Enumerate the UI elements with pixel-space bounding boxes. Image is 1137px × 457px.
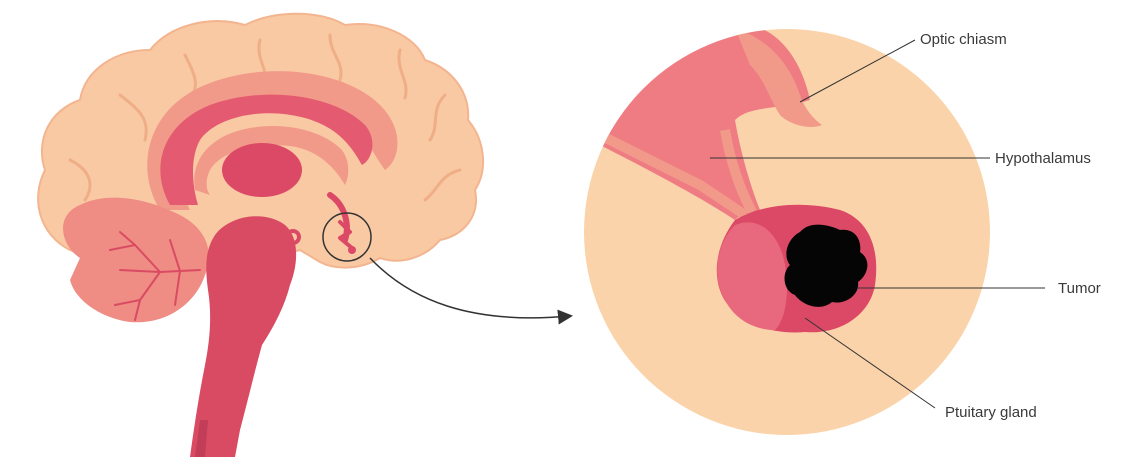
zoomed-view — [560, 28, 990, 435]
label-pituitary-gland: Ptuitary gland — [945, 404, 1037, 421]
label-optic-chiasm: Optic chiasm — [920, 31, 1007, 48]
label-hypothalamus: Hypothalamus — [995, 150, 1091, 167]
label-tumor: Tumor — [1058, 280, 1101, 297]
brain-sagittal-section — [38, 14, 483, 457]
zoom-arrow — [370, 258, 570, 318]
thalamus — [222, 143, 302, 197]
